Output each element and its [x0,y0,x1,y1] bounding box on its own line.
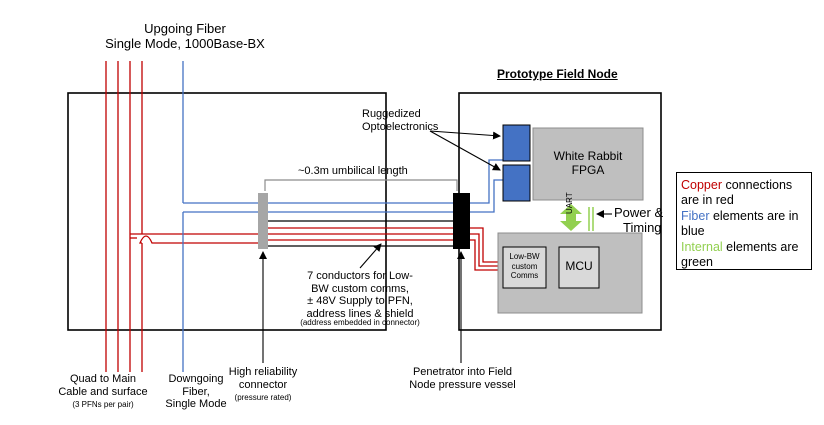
fiber-lines [182,61,258,372]
node-fiber-lines [470,159,503,213]
copper-quad-lines [105,61,258,372]
annotation-arrows [259,130,612,363]
uart-arrow [560,204,582,231]
optoelectronics-lower [502,164,531,202]
umbilical-bracket [264,179,458,191]
conductors-label: 7 conductors for Low-BW custom comms, ± … [306,270,414,320]
optoelectronics-upper [502,124,531,162]
color-legend: Copper connections are in red Fiber elem… [676,172,812,270]
legend-copper: Copper connections are in red [681,178,793,208]
legend-fiber: Fiber elements are in blue [681,208,799,239]
connector-note: (pressure rated) [234,393,292,402]
penetrator-connector [453,193,470,249]
quad-note: (3 PFNs per pair) [72,400,134,409]
umbilical-label: ~0.3m umbilical length [298,165,408,177]
conductors-note: (address embedded in connector) [300,318,420,327]
uart-label: UART [565,192,574,214]
high-reliability-connector [258,193,268,249]
umbilical-lines [268,202,453,247]
node-copper-lines [470,227,503,271]
prototype-field-node-title: Prototype Field Node [497,67,618,81]
legend-internal: Internal elements are green [681,239,799,269]
mcu-block [558,246,600,289]
power-timing-label: Power & Timing [614,205,664,235]
mcu-label: MCU [565,259,593,273]
low-bw-comms-block [502,246,547,289]
white-rabbit-fpga [532,127,644,201]
